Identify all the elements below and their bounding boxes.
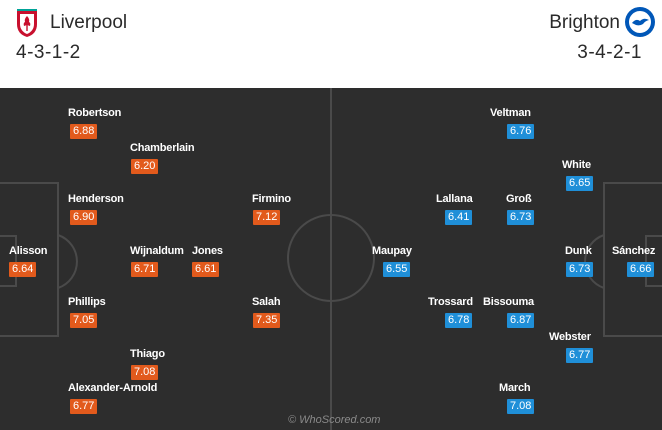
home-formation: 4-3-1-2	[16, 42, 81, 63]
player-rating: 6.64	[9, 262, 37, 277]
player-rating: 7.35	[253, 313, 281, 328]
player-name: Wijnaldum	[130, 245, 184, 257]
player-rating: 6.73	[566, 262, 594, 277]
liverpool-crest-icon	[17, 9, 37, 37]
player-rating: 6.66	[627, 262, 655, 277]
player-rating: 6.20	[131, 159, 159, 174]
player-rating: 6.87	[507, 313, 535, 328]
player-rating: 7.08	[507, 399, 535, 414]
player-rating: 6.55	[383, 262, 411, 277]
watermark: © WhoScored.com	[288, 414, 381, 426]
match-header: Liverpool 4-3-1-2 Brighton 3-4-2-1	[0, 0, 662, 82]
player-name: Salah	[252, 296, 281, 308]
player-name: Webster	[549, 331, 591, 343]
player-rating: 6.61	[192, 262, 220, 277]
player-name: Henderson	[68, 193, 124, 205]
player-rating: 6.65	[566, 176, 594, 191]
player-name: White	[562, 159, 591, 171]
player-name: Maupay	[372, 245, 412, 257]
player-name: Alisson	[9, 245, 48, 257]
player-name: Trossard	[428, 296, 473, 308]
player-rating: 7.08	[131, 365, 159, 380]
player-name: Alexander-Arnold	[68, 382, 158, 394]
player-name: Jones	[192, 245, 223, 257]
player-name: March	[499, 382, 531, 394]
player-rating: 6.73	[507, 210, 535, 225]
player-rating: 6.71	[131, 262, 159, 277]
player-rating: 6.77	[70, 399, 98, 414]
player-rating: 6.76	[507, 124, 535, 139]
away-formation: 3-4-2-1	[577, 42, 642, 63]
away-team-name: Brighton	[549, 12, 620, 33]
pitch: Robertson 6.88 Chamberlain 6.20 Henderso…	[0, 88, 662, 430]
player-name: Sánchez	[612, 245, 656, 257]
player-rating: 6.77	[566, 348, 594, 363]
player-name: Bissouma	[483, 296, 534, 308]
player-name: Robertson	[68, 107, 122, 119]
player-name: Groß	[506, 193, 532, 205]
player-name: Veltman	[490, 107, 531, 119]
player-name: Firmino	[252, 193, 291, 205]
brighton-crest-icon	[625, 7, 655, 37]
player-rating: 6.78	[445, 313, 473, 328]
player-rating: 6.88	[70, 124, 98, 139]
player-name: Phillips	[68, 296, 106, 308]
player-rating: 7.12	[253, 210, 281, 225]
player-rating: 7.05	[70, 313, 98, 328]
player-name: Dunk	[565, 245, 592, 257]
player-rating: 6.41	[445, 210, 473, 225]
player-rating: 6.90	[70, 210, 98, 225]
pitch-markings	[0, 88, 662, 430]
player-name: Chamberlain	[130, 142, 195, 154]
player-name: Thiago	[130, 348, 165, 360]
home-team-name: Liverpool	[50, 12, 128, 33]
player-name: Lallana	[436, 193, 473, 205]
